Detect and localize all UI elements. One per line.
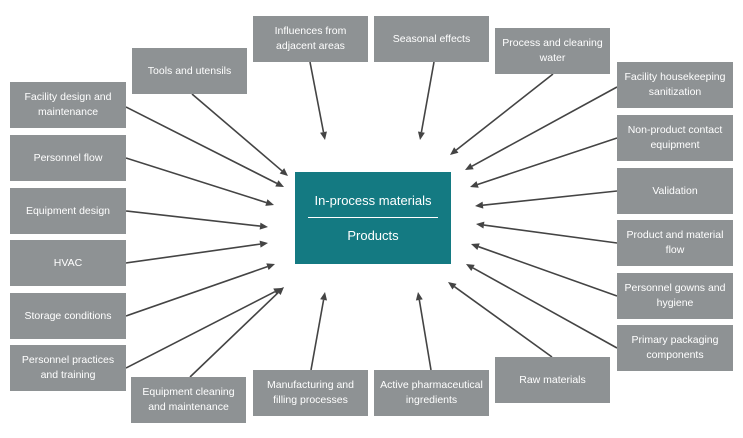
arrow-facility-design-and-maintenance xyxy=(125,106,284,187)
arrow-raw-materials xyxy=(448,282,553,358)
arrow-equipment-design xyxy=(125,210,268,230)
factor-personnel-practices-and-training: Personnel practices and training xyxy=(10,345,126,391)
arrow-primary-packaging-components xyxy=(466,264,618,349)
factor-facility-design-and-maintenance: Facility design and maintenance xyxy=(10,82,126,128)
factor-influences-from-adjacent-areas: Influences from adjacent areas xyxy=(253,16,368,62)
factor-validation: Validation xyxy=(617,168,733,214)
arrow-storage-conditions xyxy=(125,263,275,317)
factor-personnel-flow: Personnel flow xyxy=(10,135,126,181)
factor-manufacturing-and-filling-processes: Manufacturing and filling processes xyxy=(253,370,368,416)
factor-seasonal-effects: Seasonal effects xyxy=(374,16,489,62)
factor-process-and-cleaning-water: Process and cleaning water xyxy=(495,28,610,74)
factor-equipment-cleaning-and-maintenance: Equipment cleaning and maintenance xyxy=(131,377,246,423)
arrow-personnel-gowns-and-hygiene xyxy=(471,243,618,297)
center-box: In-process materials Products xyxy=(295,172,451,264)
factor-facility-housekeeping-sanitization: Facility housekeeping sanitization xyxy=(617,62,733,108)
arrow-active-pharmaceutical-ingredients xyxy=(415,292,432,371)
arrow-non-product-contact-equipment xyxy=(470,137,618,188)
factor-primary-packaging-components: Primary packaging components xyxy=(617,325,733,371)
factor-equipment-design: Equipment design xyxy=(10,188,126,234)
center-label-in-process-materials: In-process materials xyxy=(314,193,432,208)
arrow-manufacturing-and-filling-processes xyxy=(310,292,328,371)
factor-active-pharmaceutical-ingredients: Active pharmaceutical ingredients xyxy=(374,370,489,416)
center-divider xyxy=(308,217,438,218)
factor-raw-materials: Raw materials xyxy=(495,357,610,403)
arrow-tools-and-utensils xyxy=(191,93,288,176)
factor-product-and-material-flow: Product and material flow xyxy=(617,220,733,266)
arrow-validation xyxy=(475,190,618,209)
arrow-equipment-cleaning-and-maintenance xyxy=(189,287,284,378)
center-label-products: Products xyxy=(347,228,399,243)
arrow-process-and-cleaning-water xyxy=(450,73,554,155)
arrow-product-and-material-flow xyxy=(476,221,618,244)
arrow-personnel-flow xyxy=(125,157,274,206)
arrow-seasonal-effects xyxy=(417,61,435,140)
factor-non-product-contact-equipment: Non-product contact equipment xyxy=(617,115,733,161)
arrow-influences-from-adjacent-areas xyxy=(309,61,327,140)
factor-hvac: HVAC xyxy=(10,240,126,286)
arrow-hvac xyxy=(125,240,268,264)
arrow-personnel-practices-and-training xyxy=(125,288,282,369)
factor-tools-and-utensils: Tools and utensils xyxy=(132,48,247,94)
factor-personnel-gowns-and-hygiene: Personnel gowns and hygiene xyxy=(617,273,733,319)
factor-storage-conditions: Storage conditions xyxy=(10,293,126,339)
arrow-facility-housekeeping-sanitization xyxy=(465,86,618,170)
